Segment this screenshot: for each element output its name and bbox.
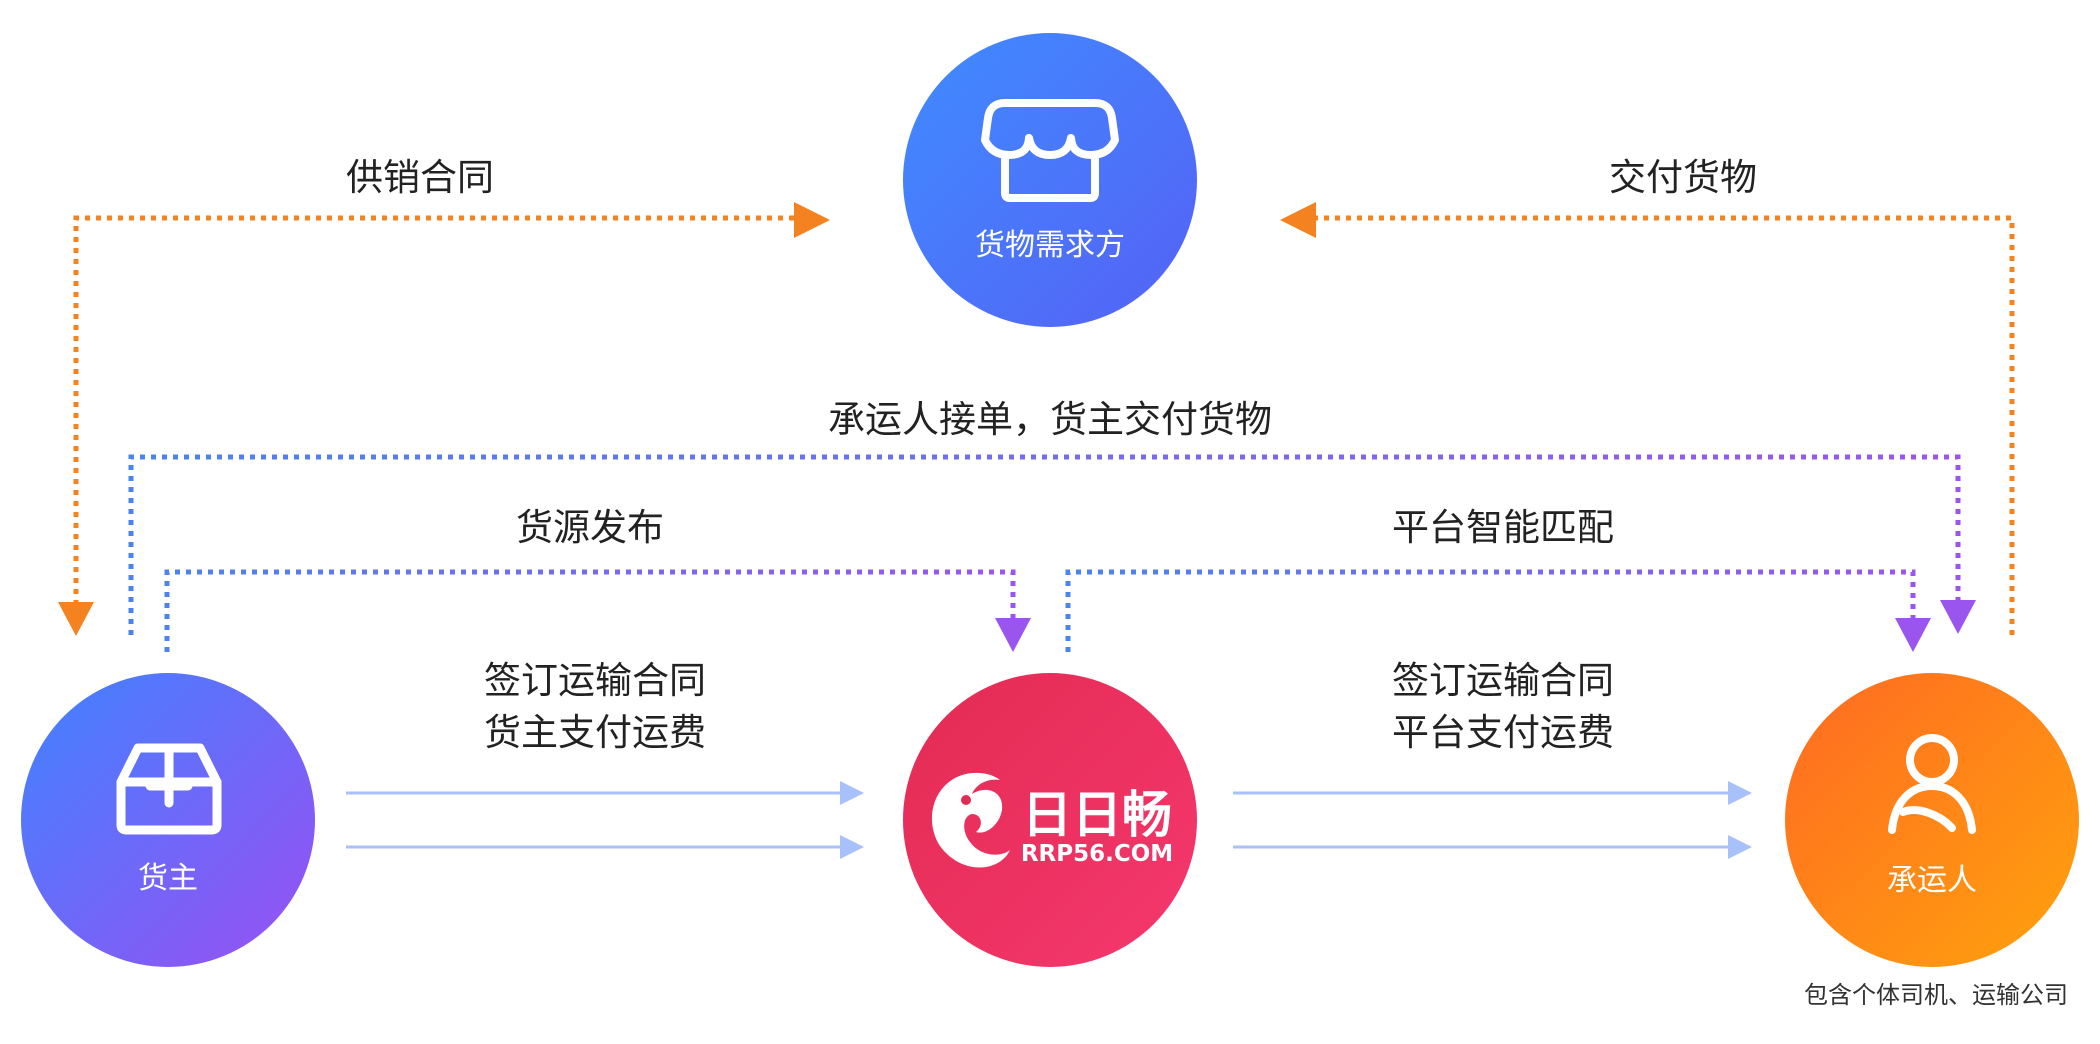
carrier-node: 承运人	[1785, 673, 2079, 967]
cargo-publish-arrowhead	[995, 618, 1031, 652]
right-flow-label-line1: 签订运输合同	[1392, 659, 1614, 702]
platform-logo-en: RRP56.COM	[1021, 841, 1173, 867]
smart-match-arrowhead	[1895, 618, 1931, 652]
smart-match-label: 平台智能匹配	[1392, 506, 1614, 549]
left-flow-edge: 签订运输合同 货主支付运费	[346, 659, 864, 859]
platform-node: 日日畅 RRP56.COM	[903, 673, 1197, 967]
right-flow-arrowhead-2	[1728, 835, 1752, 859]
supply-contract-edge: 供销合同	[58, 156, 830, 636]
supply-contract-label: 供销合同	[346, 156, 494, 199]
right-flow-arrowhead-1	[1728, 781, 1752, 805]
buyer-node: 货物需求方	[903, 33, 1197, 327]
cargo-publish-line	[167, 572, 1013, 652]
buyer-label: 货物需求方	[975, 228, 1125, 263]
platform-logo-cn: 日日畅	[1022, 786, 1172, 844]
carrier-circle	[1785, 673, 2079, 967]
right-flow-label-line2: 平台支付运费	[1392, 711, 1614, 754]
carrier-note: 包含个体司机、运输公司	[1804, 981, 2068, 1009]
accept-and-deliver-line	[131, 457, 1958, 635]
right-flow-edge: 签订运输合同 平台支付运费	[1233, 659, 1752, 859]
accept-and-deliver-edge: 承运人接单，货主交付货物	[131, 398, 1976, 635]
supply-contract-arrowhead-right	[794, 202, 830, 238]
deliver-goods-edge: 交付货物	[1280, 156, 2012, 635]
accept-and-deliver-arrowhead	[1940, 600, 1976, 634]
smart-match-edge: 平台智能匹配	[1068, 506, 1931, 652]
shipper-node: 货主	[21, 673, 315, 967]
cargo-publish-edge: 货源发布	[167, 506, 1031, 652]
left-flow-arrowhead-1	[840, 781, 864, 805]
deliver-goods-label: 交付货物	[1609, 156, 1757, 199]
left-flow-label-line1: 签订运输合同	[484, 659, 706, 702]
carrier-label: 承运人	[1887, 863, 1977, 898]
supply-contract-arrowhead-down	[58, 602, 94, 636]
accept-and-deliver-label: 承运人接单，货主交付货物	[828, 398, 1272, 441]
cargo-publish-label: 货源发布	[516, 506, 664, 549]
supply-contract-line	[76, 218, 798, 605]
shipper-circle	[21, 673, 315, 967]
deliver-goods-arrowhead-left	[1280, 202, 1316, 238]
buyer-circle	[903, 33, 1197, 327]
left-flow-arrowhead-2	[840, 835, 864, 859]
shipper-label: 货主	[138, 861, 198, 896]
left-flow-label-line2: 货主支付运费	[484, 711, 706, 754]
smart-match-line	[1068, 572, 1913, 652]
